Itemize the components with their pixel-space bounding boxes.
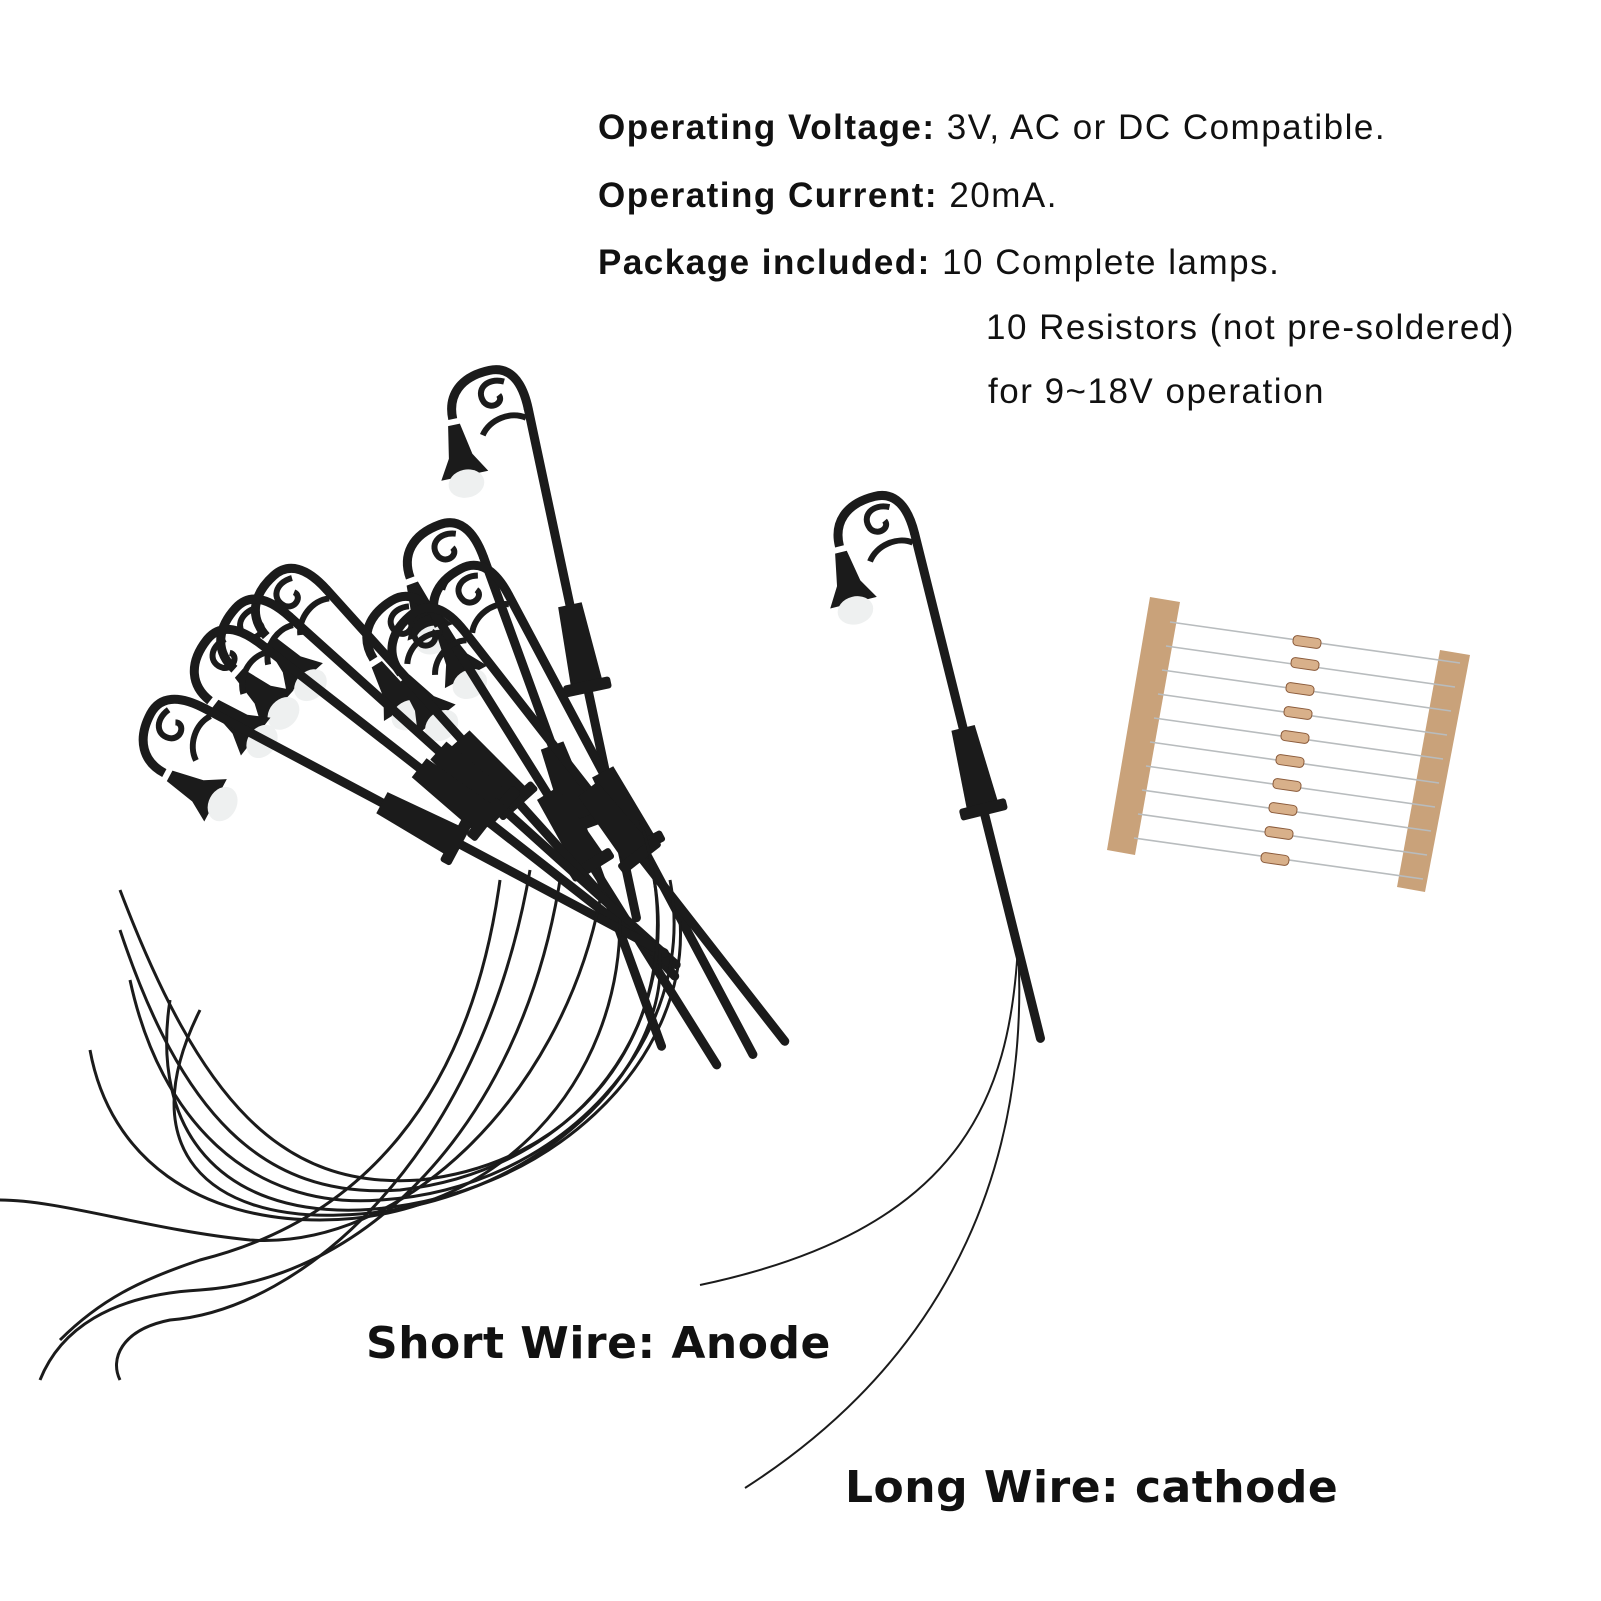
spec-package: Package included: 10 Complete lamps.: [598, 243, 1280, 283]
spec-package-line3: for 9~18V operation: [988, 372, 1325, 411]
spec-voltage-value: 3V, AC or DC Compatible.: [946, 108, 1387, 147]
single-lamp-wires: [699, 944, 1021, 1489]
spec-package-label: Package included:: [598, 243, 931, 282]
lamp-bunch: [118, 359, 804, 1118]
spec-voltage: Operating Voltage: 3V, AC or DC Compatib…: [598, 108, 1386, 148]
single-lamp: [807, 483, 1064, 1062]
spec-current-value: 20mA.: [949, 176, 1058, 215]
long-wire-label: Long Wire: cathode: [845, 1462, 1339, 1513]
spec-package-line1: 10 Complete lamps.: [942, 243, 1281, 282]
spec-current-label: Operating Current:: [598, 176, 939, 215]
short-wire-label: Short Wire: Anode: [366, 1318, 831, 1369]
spec-current: Operating Current: 20mA.: [598, 176, 1058, 216]
resistor-strip: [1107, 597, 1470, 892]
spec-package-line2: 10 Resistors (not pre-soldered): [986, 308, 1515, 347]
bunch-wires: [0, 819, 682, 1381]
spec-voltage-label: Operating Voltage:: [598, 108, 936, 147]
